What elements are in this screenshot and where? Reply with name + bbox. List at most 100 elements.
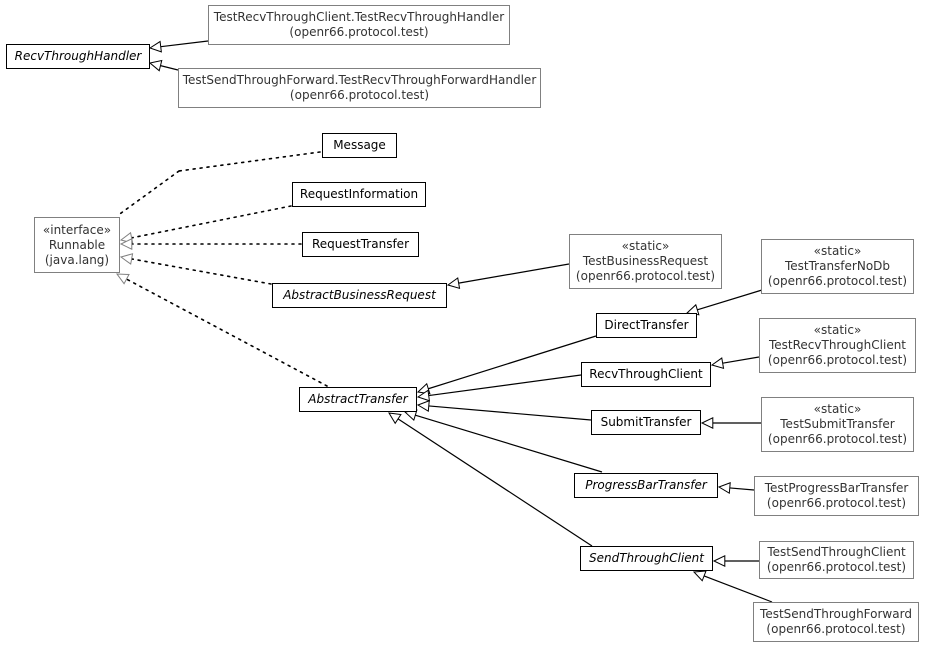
edge-testsubmittransfer-submittransfer bbox=[700, 416, 761, 430]
stereotype: «interface» bbox=[42, 222, 112, 237]
stereotype: «static» bbox=[621, 239, 670, 253]
package-name: (openr66.protocol.test) bbox=[767, 353, 908, 367]
generalization-arrowhead bbox=[416, 389, 431, 402]
class-name: AbstractBusinessRequest bbox=[283, 288, 436, 302]
package-name: (openr66.protocol.test) bbox=[766, 496, 907, 510]
edge-line bbox=[130, 205, 292, 239]
node-test-recv-through-client: «static» TestRecvThroughClient (openr66.… bbox=[759, 318, 916, 373]
node-request-transfer: RequestTransfer bbox=[302, 232, 419, 257]
generalization-arrowhead bbox=[712, 554, 726, 568]
generalization-arrowhead bbox=[692, 570, 707, 582]
edge-line bbox=[397, 418, 593, 547]
node-request-information: RequestInformation bbox=[292, 182, 426, 207]
node-runnable: «interface» Runnable (java.lang) bbox=[34, 217, 120, 273]
realization-arrowhead bbox=[115, 273, 130, 285]
node-message: Message bbox=[322, 133, 397, 158]
edge-line bbox=[428, 374, 582, 397]
class-name: RecvThroughClient bbox=[589, 367, 703, 381]
edge-testrecvhandler-recvthroughhandler bbox=[148, 40, 209, 53]
package-name: (openr66.protocol.test) bbox=[289, 25, 429, 39]
edge-line bbox=[458, 263, 570, 284]
class-name: TestSendThroughForward bbox=[760, 607, 912, 621]
generalization-arrowhead bbox=[700, 416, 714, 430]
edge-recvthroughclient-abstracttransfer bbox=[416, 374, 582, 402]
class-name: TestBusinessRequest bbox=[582, 254, 709, 268]
class-name: TestTransferNoDb bbox=[784, 259, 891, 273]
package-name: (openr66.protocol.test) bbox=[575, 269, 716, 283]
node-test-send-through-forward-handler: TestSendThroughForward.TestRecvThroughFo… bbox=[178, 68, 541, 108]
edge-abstractbusinessrequest-runnable bbox=[119, 253, 272, 285]
package-name: (openr66.protocol.test) bbox=[766, 560, 907, 574]
node-test-submit-transfer: «static» TestSubmitTransfer (openr66.pro… bbox=[761, 397, 914, 452]
edge-line bbox=[729, 487, 755, 491]
generalization-arrowhead bbox=[148, 59, 163, 72]
generalization-arrowhead bbox=[717, 481, 731, 494]
node-progress-bar-transfer: ProgressBarTransfer bbox=[574, 473, 718, 498]
node-send-through-client: SendThroughClient bbox=[580, 546, 713, 571]
node-test-send-through-client: TestSendThroughClient (openr66.protocol.… bbox=[759, 541, 914, 579]
edge-submittransfer-abstracttransfer bbox=[416, 399, 592, 421]
edge-testsendthroughforward-sendthroughclient bbox=[692, 570, 773, 603]
generalization-arrowhead bbox=[388, 412, 402, 425]
edge-testprogressbar-progressbar bbox=[717, 481, 755, 494]
class-name: SubmitTransfer bbox=[600, 415, 692, 429]
edge-line bbox=[428, 335, 597, 390]
edge-requestinformation-runnable bbox=[119, 205, 292, 244]
edge-line bbox=[160, 65, 179, 71]
class-name: Message bbox=[333, 138, 386, 152]
generalization-arrowhead bbox=[148, 40, 162, 53]
stereotype: «static» bbox=[813, 244, 862, 258]
class-name: Runnable bbox=[48, 237, 106, 252]
class-name: RecvThroughHandler bbox=[14, 49, 142, 63]
generalization-arrowhead bbox=[710, 357, 725, 370]
edge-line bbox=[703, 575, 773, 603]
class-name: AbstractTransfer bbox=[308, 392, 408, 406]
class-name: TestProgressBarTransfer bbox=[764, 481, 909, 495]
edge-testsendthroughclient-sendthroughclient bbox=[712, 554, 759, 568]
edge-abstracttransfer-runnable bbox=[115, 273, 328, 387]
edge-testsendfwdhandler-recvthroughhandler bbox=[148, 59, 179, 72]
generalization-arrowhead bbox=[416, 399, 430, 412]
class-name: DirectTransfer bbox=[604, 318, 689, 332]
edge-requesttransfer-runnable bbox=[119, 237, 302, 251]
class-name: ProgressBarTransfer bbox=[585, 478, 707, 492]
node-direct-transfer: DirectTransfer bbox=[596, 313, 697, 338]
package-name: (openr66.protocol.test) bbox=[289, 88, 430, 102]
edge-line bbox=[697, 289, 763, 311]
node-test-progress-bar-transfer: TestProgressBarTransfer (openr66.protoco… bbox=[754, 476, 919, 516]
generalization-arrowhead bbox=[446, 277, 461, 289]
edge-line bbox=[125, 278, 328, 387]
class-name: TestSendThroughClient bbox=[767, 545, 906, 559]
edge-testrecvthroughclient-recvthroughclient bbox=[710, 356, 760, 370]
node-abstract-business-request: AbstractBusinessRequest bbox=[272, 283, 447, 308]
stereotype: «static» bbox=[813, 402, 862, 416]
edge-sendthroughclient-abstracttransfer bbox=[388, 412, 593, 547]
class-name: TestRecvThroughClient bbox=[768, 338, 907, 352]
class-name: RequestInformation bbox=[299, 187, 419, 201]
class-name: TestSendThroughForward.TestRecvThroughFo… bbox=[182, 73, 537, 87]
edge-line bbox=[116, 170, 180, 217]
package-name: (java.lang) bbox=[44, 252, 110, 267]
edge-message-runnable bbox=[178, 151, 321, 172]
stereotype: «static» bbox=[813, 323, 862, 337]
edge-line bbox=[415, 414, 603, 473]
package-name: (openr66.protocol.test) bbox=[766, 622, 906, 636]
class-name: SendThroughClient bbox=[588, 551, 704, 565]
class-name: TestRecvThroughClient.TestRecvThroughHan… bbox=[213, 10, 505, 24]
class-name: TestSubmitTransfer bbox=[780, 417, 895, 431]
package-name: (openr66.protocol.test) bbox=[767, 274, 908, 288]
node-recv-through-client: RecvThroughClient bbox=[581, 362, 711, 387]
edge-line bbox=[178, 151, 321, 172]
class-name: RequestTransfer bbox=[312, 237, 409, 251]
package-name: (openr66.protocol.test) bbox=[767, 432, 908, 446]
node-test-send-through-forward: TestSendThroughForward (openr66.protocol… bbox=[753, 602, 919, 642]
node-test-business-request: «static» TestBusinessRequest (openr66.pr… bbox=[569, 234, 722, 289]
node-test-recv-through-client-handler: TestRecvThroughClient.TestRecvThroughHan… bbox=[208, 5, 510, 45]
realization-arrowhead bbox=[119, 237, 133, 251]
node-submit-transfer: SubmitTransfer bbox=[591, 410, 701, 435]
edge-testtransfernodb-directtransfer bbox=[685, 289, 763, 316]
edge-progressbar-abstracttransfer bbox=[403, 409, 603, 473]
node-test-transfer-no-db: «static» TestTransferNoDb (openr66.proto… bbox=[761, 239, 914, 294]
